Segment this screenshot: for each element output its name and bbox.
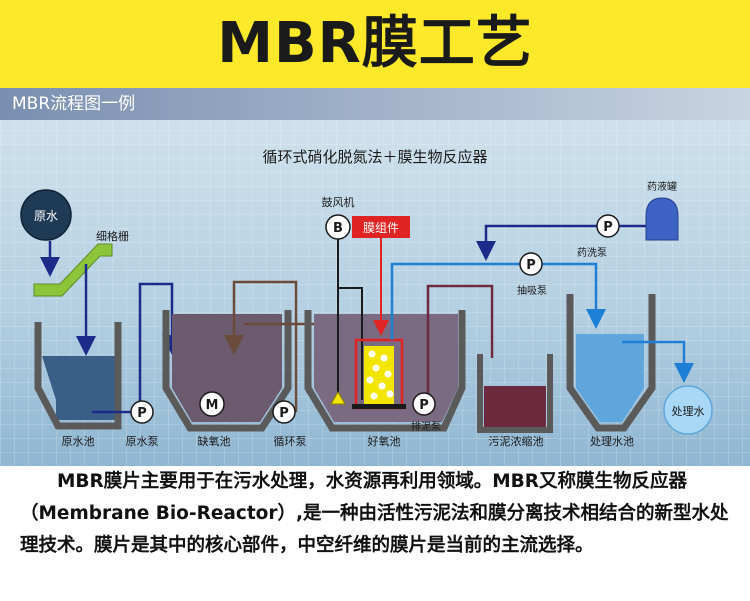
diagram-title: 循环式硝化脱氮法＋膜生物反应器 xyxy=(262,148,487,166)
suction-pump-label: 抽吸泵 xyxy=(517,284,547,297)
treated-water-tank: 处理水池 xyxy=(566,294,656,448)
blower-label: 鼓风机 xyxy=(322,195,355,209)
anoxic-tank-label: 缺氧池 xyxy=(198,434,231,448)
description-text: MBR膜片主要用于在污水处理，水资源再利用领域。MBR又称膜生物反应器（Memb… xyxy=(20,471,729,556)
circulation-pump[interactable]: P 循环泵 xyxy=(272,400,307,448)
raw-water-tank: 原水池 xyxy=(34,322,122,448)
sludge-pump[interactable]: P 排泥泵 xyxy=(411,392,441,433)
raw-water-label: 原水 xyxy=(34,209,58,223)
raw-water-pump[interactable]: P 原水泵 xyxy=(126,400,159,448)
raw-water-source: 原水 xyxy=(20,189,72,241)
suction-pump[interactable]: P 抽吸泵 xyxy=(517,252,547,297)
title-banner: MBR膜工艺 xyxy=(0,0,750,88)
aerator xyxy=(330,391,346,405)
membrane-module[interactable] xyxy=(352,338,406,410)
anoxic-tank: 缺氧池 xyxy=(162,310,292,448)
mixer-symbol: M xyxy=(206,398,219,413)
chemical-tank-label: 药液罐 xyxy=(647,180,677,193)
page-title: MBR膜工艺 xyxy=(217,11,533,76)
circulation-pump-symbol: P xyxy=(279,406,289,421)
wash-pump-label: 药洗泵 xyxy=(577,247,607,259)
blower[interactable]: 鼓风机 B xyxy=(322,195,355,240)
sludge-thickener-label: 污泥浓缩池 xyxy=(489,435,544,448)
chemical-wash-line xyxy=(476,224,648,261)
raw-water-pump-line xyxy=(92,282,182,414)
sludge-pump-symbol: P xyxy=(419,398,429,413)
anoxic-mixer[interactable]: M xyxy=(199,391,225,417)
fine-screen-label: 细格栅 xyxy=(96,229,129,243)
section-title: MBR流程图一例 xyxy=(12,94,136,114)
chemical-tank: 药液罐 xyxy=(645,180,679,241)
aerobic-tank-label: 好氧池 xyxy=(368,434,401,448)
sludge-thickener: 污泥浓缩池 xyxy=(477,354,553,448)
treated-water-tank-label: 处理水池 xyxy=(590,435,634,448)
blower-symbol: B xyxy=(333,221,343,236)
membrane-module-tag: 膜组件 xyxy=(352,216,410,238)
circulation-pump-label: 循环泵 xyxy=(274,435,307,448)
treated-water-outlet xyxy=(622,340,694,383)
treated-water-output: 处理水 xyxy=(663,385,713,435)
mbr-flow-diagram: 循环式硝化脱氮法＋膜生物反应器 原水 细格栅 原水池 P 原水泵 缺氧池 M P xyxy=(20,148,713,448)
raw-water-tank-label: 原水池 xyxy=(62,435,95,448)
raw-water-pump-label: 原水泵 xyxy=(126,435,159,448)
diagram-panel xyxy=(0,88,750,466)
circulation-line xyxy=(224,280,298,412)
air-line xyxy=(337,239,363,400)
fine-screen: 细格栅 xyxy=(33,229,129,297)
raw-water-pump-symbol: P xyxy=(137,406,147,421)
suction-pump-symbol: P xyxy=(526,258,536,273)
membrane-module-label: 膜组件 xyxy=(363,221,399,235)
suction-line xyxy=(390,262,606,340)
treated-water-label: 处理水 xyxy=(672,405,705,418)
wash-pump-symbol: P xyxy=(603,220,613,235)
wash-pump[interactable]: P 药洗泵 xyxy=(577,214,620,259)
sludge-pump-label: 排泥泵 xyxy=(411,420,441,433)
